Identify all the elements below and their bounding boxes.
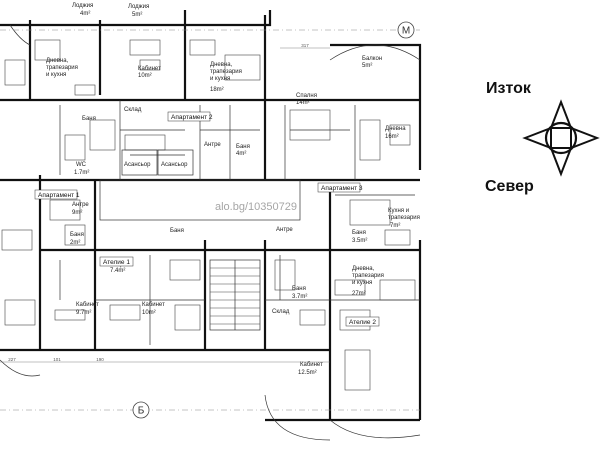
room-label-line: Дневна,: [210, 62, 233, 68]
room-label: Баня: [170, 228, 184, 234]
room-label: Лоджия: [128, 4, 149, 10]
room-label-line: трапезария: [388, 215, 420, 221]
walls: [0, 10, 422, 422]
room-label: Асансьор: [161, 162, 188, 168]
elevators: [121, 149, 194, 176]
room-label-line: трапезария: [352, 273, 384, 279]
room-label: Баня: [70, 232, 84, 238]
room-label: Антре: [276, 227, 293, 233]
room-area: 14m²: [296, 100, 310, 106]
grid-marker-b: Б: [132, 401, 150, 419]
grid-marker-b-label: Б: [138, 406, 145, 417]
watermark: alo.bg/10350729: [215, 201, 297, 213]
grid-axes: [0, 29, 420, 411]
grid-marker-m: М: [397, 21, 415, 39]
room-area: 9m²: [72, 210, 82, 216]
corridor: [99, 179, 301, 221]
room-area: 10m²: [138, 73, 152, 79]
room-label: Склад: [272, 309, 290, 315]
room-area: 10m²: [142, 310, 156, 316]
dimension-label: 190: [96, 357, 104, 362]
room-area: 12.5m²: [298, 370, 317, 376]
room-area: 18m²: [210, 87, 224, 93]
room-label: Спалня: [296, 93, 317, 99]
compass-east-label: Изток: [486, 80, 532, 97]
apartment-label: Апартамент 1: [38, 192, 80, 199]
room-area: 3.7m²: [292, 294, 307, 300]
room-area: 3.5m²: [352, 238, 367, 244]
apartment-labels: Апартамент 2 Апартамент 3 Апартамент 1 А…: [34, 111, 380, 327]
room-label: Баня: [292, 286, 306, 292]
room-label: Асансьор: [124, 162, 151, 168]
room-label: Дневна, трапезария и кухня: [210, 62, 244, 82]
room-area: 5m²: [362, 63, 372, 69]
room-area: 2m²: [70, 240, 80, 246]
compass-rose-icon: [522, 99, 600, 177]
apartment-label: Апартамент 2: [171, 114, 213, 121]
room-label: Кабинет: [76, 302, 99, 308]
room-label: Антре: [72, 202, 89, 208]
room-area: 27m²: [352, 291, 366, 297]
room-label: Дневна, трапезария и кухня: [46, 58, 80, 78]
room-area: 7.4m²: [110, 268, 125, 274]
staircase: [209, 259, 261, 331]
room-label-line: и кухня: [46, 72, 66, 78]
room-label-line: трапезария: [46, 65, 78, 71]
dimension-lines: 317 227 101 190: [0, 43, 330, 363]
balcony-arcs: [0, 24, 421, 441]
room-area: 9.7m²: [76, 310, 91, 316]
room-label: WC: [76, 162, 87, 168]
room-area: 16m²: [385, 134, 399, 140]
room-label-line: и кухня: [352, 280, 372, 286]
room-label: Баня: [82, 116, 96, 122]
room-label: Балкон: [362, 56, 382, 62]
room-label: Антре: [204, 142, 221, 148]
room-label: Кабинет: [300, 362, 323, 368]
furniture: [1, 39, 416, 391]
dimension-label: 101: [53, 357, 61, 362]
apartment-label: Ателие 2: [349, 319, 376, 326]
room-label: Склад: [124, 107, 142, 113]
room-label: Лоджия: [72, 3, 93, 9]
room-label-line: Кухня и: [388, 208, 409, 214]
room-area: 4m²: [80, 11, 90, 17]
compass: Изток Север: [485, 80, 600, 195]
room-label-line: и кухня: [210, 76, 230, 82]
room-label: Баня: [236, 144, 250, 150]
room-label: Кухня и трапезария: [388, 208, 420, 221]
room-label: Дневна, трапезария и кухня: [352, 266, 386, 286]
room-label-line: Дневна,: [46, 58, 69, 64]
room-area: 7m²: [390, 223, 400, 229]
room-label: Дневна: [385, 126, 406, 132]
room-label: Баня: [352, 230, 366, 236]
room-label-line: трапезария: [210, 69, 242, 75]
room-area: 1.7m²: [74, 170, 89, 176]
apartment-label: Апартамент 3: [321, 185, 363, 192]
compass-north-label: Север: [485, 178, 534, 195]
room-area: 5m²: [132, 12, 142, 18]
grid-marker-m-label: М: [402, 26, 410, 37]
dimension-label: 317: [301, 43, 309, 48]
apartment-label: Ателие 1: [103, 259, 130, 266]
room-area: 4m²: [236, 151, 246, 157]
room-label: Кабинет: [138, 66, 161, 72]
dimension-label: 227: [8, 357, 16, 362]
room-label: Кабинет: [142, 302, 165, 308]
room-label-line: Дневна,: [352, 266, 375, 272]
